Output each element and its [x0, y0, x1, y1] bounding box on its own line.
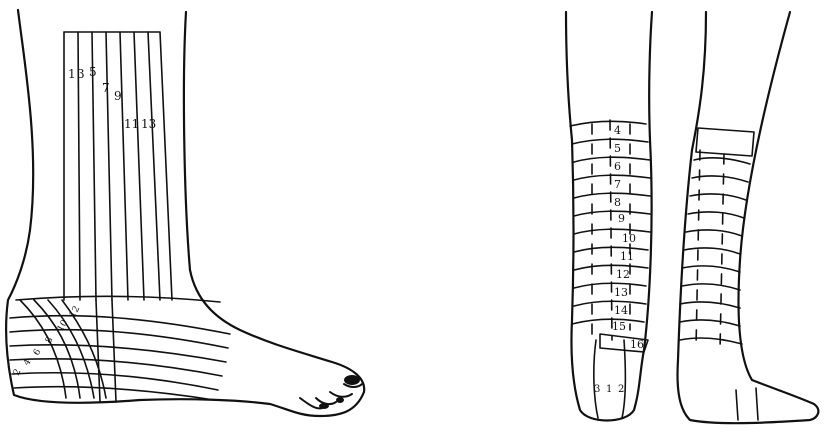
ankle-label-6: 6	[32, 347, 44, 357]
heel-label-1: 1	[606, 384, 612, 395]
stirrup-label: 16	[630, 338, 644, 351]
horseshoe-label-4: 4	[614, 124, 621, 137]
left-toenail	[344, 375, 360, 385]
horseshoe-label-7: 7	[614, 178, 621, 191]
ankle-label-2: 2	[12, 368, 24, 378]
strip-label-7: 7	[102, 81, 110, 95]
left-foot-figure: 1 3 5 7 9 11 13 2 4	[6, 10, 364, 416]
strip-label-9: 9	[114, 89, 122, 103]
horseshoe-label-14: 14	[614, 304, 628, 317]
left-toes	[300, 384, 362, 408]
right-leg-outline-taped	[566, 12, 652, 421]
horseshoe-label-10: 10	[622, 232, 636, 245]
ankle-label-8: 8	[44, 335, 56, 345]
strip-label-3: 3	[77, 67, 85, 81]
horseshoe-label-5: 5	[614, 142, 621, 155]
horseshoe-label-9: 9	[618, 212, 625, 225]
vertical-strip-labels: 1 3 5 7 9 11 13	[68, 65, 156, 131]
horseshoe-strips	[570, 120, 650, 418]
horseshoe-label-13: 13	[614, 286, 628, 299]
heel-labels: 3 1 2	[594, 384, 624, 395]
second-leg-strips	[680, 128, 758, 420]
right-leg-figure: 4 5 6 7 8 9 10 11 12 13 14 15 16 3 1 2	[566, 12, 818, 423]
left-toenail-3	[336, 397, 344, 403]
left-toenail-2	[319, 403, 329, 409]
horseshoe-label-12: 12	[616, 268, 630, 281]
heel-label-3: 3	[594, 384, 600, 395]
strip-label-11: 11	[124, 117, 139, 131]
horseshoe-label-8: 8	[614, 196, 621, 209]
ankle-wrap-strips	[10, 296, 230, 402]
strip-label-5: 5	[89, 65, 97, 79]
horseshoe-label-15: 15	[612, 320, 626, 333]
horseshoe-label-11: 11	[620, 250, 634, 263]
strip-label-13: 13	[141, 117, 156, 131]
heel-label-2: 2	[618, 384, 624, 395]
horseshoe-label-6: 6	[614, 160, 621, 173]
ankle-label-12: 12	[68, 305, 82, 320]
strip-label-1: 1	[68, 67, 76, 81]
